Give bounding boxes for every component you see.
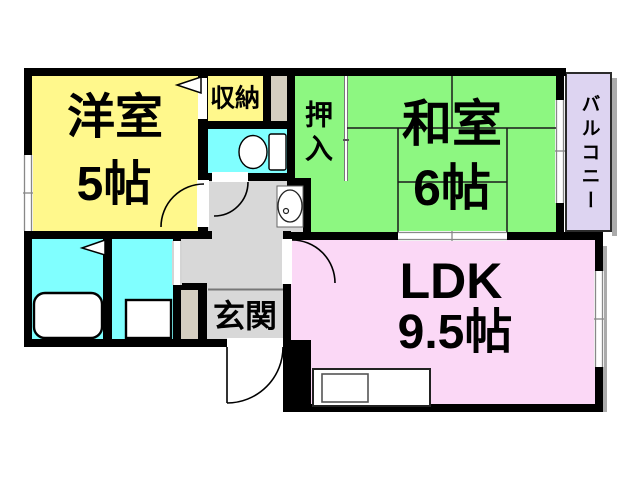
wall-storage-divider: [263, 76, 271, 129]
label-ldk-size: 9.5帖: [397, 306, 513, 359]
hallway-lower: [181, 239, 283, 283]
room-entrance: [207, 283, 283, 339]
wall-ldk-bottom: [283, 404, 603, 412]
wall-ldk-top: [291, 232, 603, 240]
wall-left: [24, 68, 32, 347]
room-japanese-lower-left: [311, 181, 347, 232]
wall-bath-divider: [103, 238, 112, 339]
label-japanese-size: 6帖: [413, 160, 491, 216]
label-japanese-room: 和室: [402, 96, 502, 152]
wall-toilet-bottom: [198, 173, 295, 181]
room-closet: [295, 76, 345, 181]
wall-western-bottom: [24, 231, 212, 239]
label-balcony: バルコニー: [578, 94, 600, 214]
shoe-cabinet: [181, 290, 198, 339]
label-western-size: 5帖: [76, 158, 152, 211]
wall-top: [24, 68, 566, 76]
wall-closet-bottom: [287, 178, 311, 186]
room-balcony: [565, 72, 612, 232]
label-closet: 押入: [302, 100, 333, 168]
room-washroom: [112, 238, 173, 339]
room-bathroom: [32, 238, 103, 339]
wall-shoe-top: [173, 283, 207, 290]
wall-washroom-right: [173, 238, 181, 347]
entrance-door-arc: [226, 346, 284, 404]
label-storage: 収納: [209, 84, 261, 113]
wall-ldk-right: [595, 240, 603, 412]
room-toilet: [208, 129, 287, 173]
label-ldk: LDK: [399, 253, 503, 309]
wall-closet-left: [287, 68, 295, 186]
room-storage: [208, 76, 263, 121]
balcony-shadow: [612, 78, 617, 236]
wall-bottom-left: [24, 339, 227, 347]
wall-western-right: [198, 68, 208, 239]
label-entrance: 玄関: [212, 298, 278, 334]
wall-entrance-left: [198, 283, 207, 347]
ldk-right-shadow: [603, 246, 607, 412]
pipe-space: [271, 76, 287, 121]
wall-storage-bottom: [198, 121, 295, 129]
wall-ldk-left: [283, 231, 291, 347]
wall-washbasin-right: [303, 181, 311, 240]
wall-japanese-right: [556, 68, 564, 232]
wall-entrance-block: [283, 340, 311, 412]
label-western-room: 洋室: [66, 91, 164, 144]
